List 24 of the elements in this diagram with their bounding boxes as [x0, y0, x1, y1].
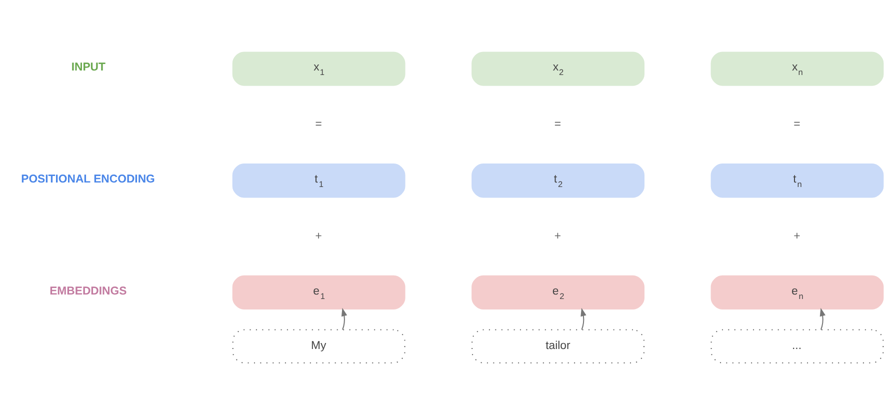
- label: EMBEDDINGS: [50, 284, 127, 297]
- node-box: e$_{2}$: [472, 274, 644, 310]
- node-box: t$_{n}$: [710, 163, 884, 198]
- arrow: [341, 307, 348, 330]
- label: =: [794, 118, 800, 130]
- label: =: [554, 118, 562, 130]
- node-box: e$_{n}$: [710, 274, 884, 310]
- label: +: [315, 230, 322, 242]
- node-box: ...: [710, 328, 884, 363]
- label: +: [794, 230, 800, 242]
- node-box: x$_{n}$: [710, 51, 884, 86]
- node-box: x$_{2}$: [472, 51, 644, 86]
- arrow: [580, 307, 586, 330]
- label: POSITIONAL ENCODING: [21, 172, 155, 185]
- arrow: [820, 307, 826, 330]
- node-box: t$_{2}$: [472, 163, 644, 198]
- node-box: e$_{1}$: [232, 274, 406, 310]
- node-box: My: [232, 328, 406, 363]
- label: =: [315, 118, 322, 130]
- label: INPUT: [71, 61, 106, 74]
- node-box: tailor: [472, 328, 644, 363]
- label: +: [554, 230, 562, 242]
- node-box: x$_{1}$: [232, 51, 406, 86]
- node-box: t$_{1}$: [232, 163, 406, 198]
